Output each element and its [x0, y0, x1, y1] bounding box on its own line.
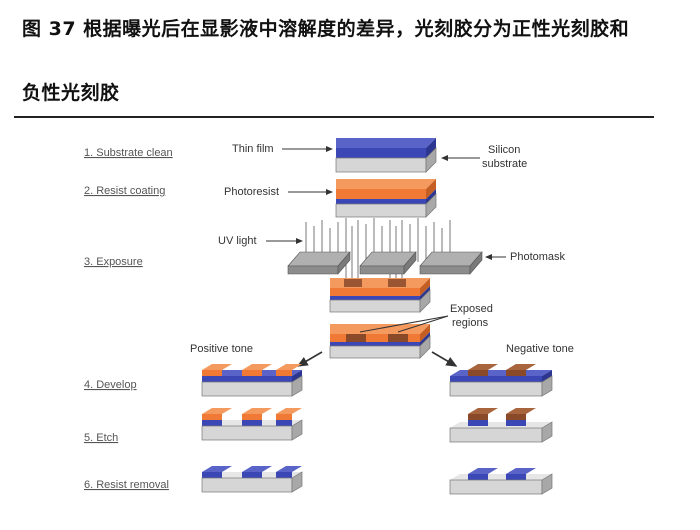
step-4-label: 4. Develop: [84, 379, 137, 391]
step-2-wafer: [335, 179, 437, 218]
silicon-label-line-1: Silicon: [488, 144, 520, 156]
exposed-label-line-1: Exposed: [450, 303, 493, 315]
positive-develop-wafer: [201, 364, 303, 397]
exposed-wafer: [329, 324, 431, 359]
figure-title-line-1: 图 37 根据曝光后在显影液中溶解度的差异，光刻胶分为正性光刻胶和: [22, 18, 630, 40]
figure-title-line-2: 负性光刻胶: [22, 82, 120, 104]
photomask-label: Photomask: [510, 251, 566, 263]
step-5-label: 5. Etch: [84, 432, 118, 444]
negative-develop-wafer: [449, 364, 553, 397]
title-divider: [14, 116, 654, 118]
step-1-label: 1. Substrate clean: [84, 147, 173, 159]
step-6-label: 6. Resist removal: [84, 479, 169, 491]
photomask: [287, 251, 483, 275]
thin-film-label: Thin film: [232, 143, 274, 155]
positive-removal-wafer: [201, 466, 303, 493]
step-3-wafer: [329, 278, 431, 313]
negative-etch-wafer: [449, 408, 553, 443]
positive-tone-arrow: [296, 351, 323, 367]
exposed-pointer-2: [397, 315, 449, 333]
step-3-label: 3. Exposure: [84, 256, 143, 268]
exposed-label-line-2: regions: [452, 317, 489, 329]
positive-etch-wafer: [201, 408, 303, 441]
step-2-label: 2. Resist coating: [84, 185, 165, 197]
silicon-label-line-2: substrate: [482, 158, 527, 170]
negative-tone-label: Negative tone: [506, 343, 574, 355]
negative-removal-wafer: [449, 468, 553, 495]
positive-tone-label: Positive tone: [190, 343, 253, 355]
uv-light-label: UV light: [218, 235, 257, 247]
exposed-pointer-1: [359, 315, 449, 333]
step-1-wafer: [335, 138, 437, 173]
negative-tone-arrow: [431, 351, 458, 367]
photoresist-label: Photoresist: [224, 186, 279, 198]
